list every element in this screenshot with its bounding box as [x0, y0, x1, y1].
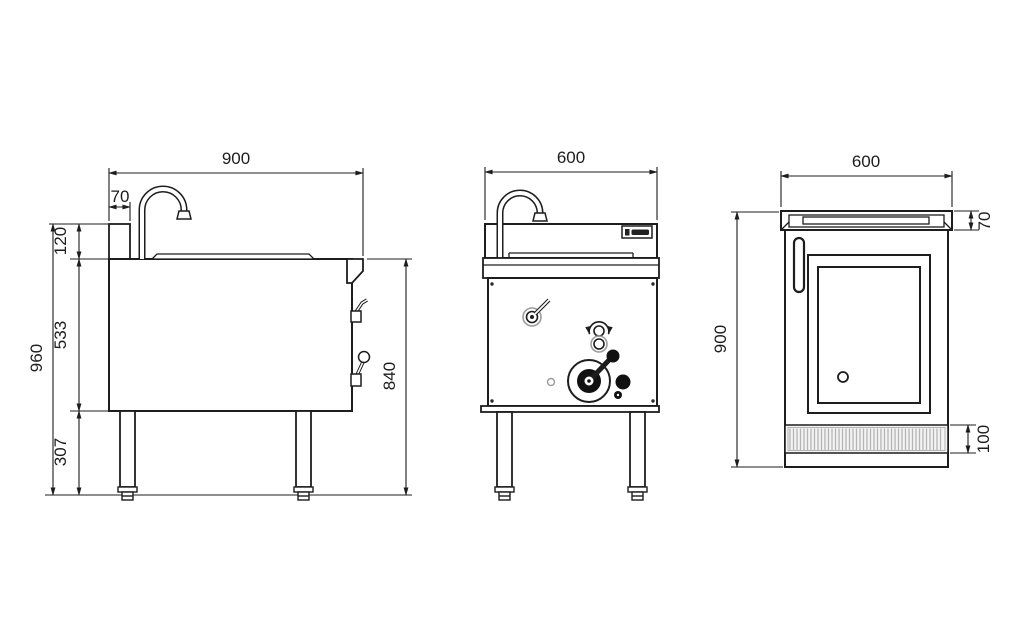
leg — [295, 410, 312, 488]
dim-label-front-width: 600 — [557, 148, 585, 167]
vent-grille — [784, 424, 949, 454]
side-view-dimension-lines — [45, 168, 412, 496]
side-sink-rim — [150, 253, 316, 260]
front-base-rail — [480, 405, 660, 413]
leg — [629, 411, 646, 488]
leg — [119, 410, 136, 488]
rotation-arrow-icon — [585, 321, 613, 335]
front-view-dimension-lines — [484, 167, 658, 220]
dim-label-side-total-height: 960 — [27, 344, 46, 372]
screw-icon — [490, 282, 494, 286]
screw-icon — [490, 399, 494, 403]
leg — [496, 411, 513, 488]
door-outer-frame[interactable] — [807, 254, 931, 414]
dim-label-side-width: 900 — [222, 149, 250, 168]
dim-label-side-leg-height: 307 — [51, 438, 70, 466]
dim-label-rear-body-height: 900 — [711, 325, 730, 353]
side-counter-bracket — [346, 258, 364, 284]
dim-label-side-faucet-offset: 70 — [111, 187, 130, 206]
panel-hole — [546, 377, 556, 387]
leg-foot — [117, 486, 314, 501]
brand-logo-icon — [625, 229, 630, 236]
vent-grille-hatch — [789, 428, 942, 450]
pilot-adjust-screw[interactable] — [614, 391, 622, 399]
dim-label-side-counter-height: 840 — [380, 362, 399, 390]
front-control-panel — [487, 277, 658, 407]
dim-label-side-body-height: 533 — [51, 321, 70, 349]
leg-foot — [494, 486, 648, 501]
dim-label-rear-vent-height: 100 — [974, 425, 993, 453]
dim-label-rear-top-height: 70 — [975, 212, 994, 231]
lever-ball-handle — [606, 349, 620, 363]
brand-logo-text — [631, 229, 649, 235]
side-valve-lower — [350, 350, 371, 387]
gas-valve-knob[interactable] — [615, 374, 631, 390]
main-burner-control-lever[interactable] — [567, 349, 620, 403]
rear-view-dimension-lines — [731, 171, 979, 468]
rear-view: 600 70 900 100 — [711, 152, 994, 468]
front-view: 600 — [480, 148, 660, 501]
dim-label-rear-width: 600 — [852, 152, 880, 171]
front-sink-rim — [508, 252, 634, 257]
brand-logo-badge — [621, 225, 653, 239]
front-legs — [494, 411, 648, 501]
front-faucet — [496, 189, 548, 258]
side-body — [108, 258, 353, 412]
front-counter-lip — [482, 257, 660, 279]
pilot-valve-lever[interactable] — [522, 298, 551, 327]
side-backsplash — [108, 223, 131, 260]
side-faucet-spout — [176, 210, 192, 220]
panel-screws — [490, 282, 655, 403]
front-faucet-spout — [532, 212, 548, 222]
knob-collar — [590, 335, 608, 353]
door-handle[interactable] — [792, 236, 806, 294]
dim-label-side-splash-height: 120 — [51, 227, 70, 255]
door-hole — [837, 371, 849, 383]
side-faucet — [138, 185, 192, 259]
side-legs — [117, 410, 314, 501]
screw-icon — [651, 282, 655, 286]
door-inner-panel — [817, 266, 921, 404]
side-view: 900 70 120 533 960 307 840 — [27, 149, 412, 501]
side-valve-upper — [350, 298, 368, 323]
screw-icon — [651, 399, 655, 403]
rear-top-trough — [780, 210, 953, 231]
knob-inner-ring — [593, 338, 605, 350]
